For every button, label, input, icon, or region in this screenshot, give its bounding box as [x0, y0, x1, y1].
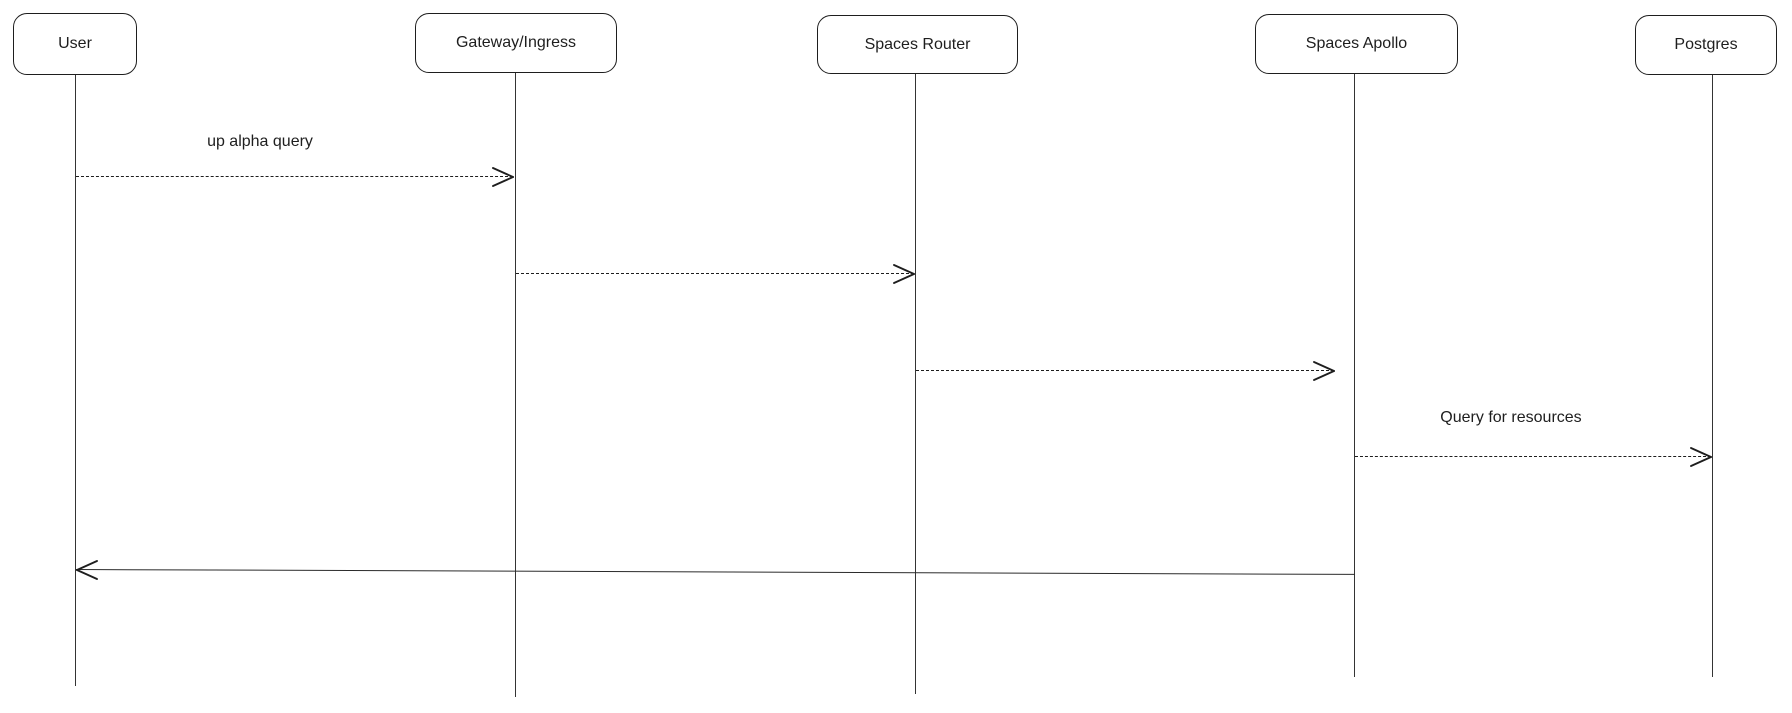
arrowhead-right-icon [1310, 360, 1336, 387]
actor-label-spaces-apollo: Spaces Apollo [1305, 35, 1408, 52]
arrowhead-right-icon [489, 166, 515, 193]
actor-label-spaces-router: Spaces Router [864, 35, 971, 53]
arrowhead-right-icon [1687, 446, 1713, 473]
actor-box-spaces-apollo: Spaces Apollo [1255, 14, 1458, 74]
actor-box-spaces-router: Spaces Router [817, 15, 1018, 74]
lifeline-spaces-apollo [1354, 74, 1355, 677]
message-label-up-alpha-query: up alpha query [207, 133, 313, 150]
actor-label-user: User [58, 35, 92, 52]
actor-box-postgres: Postgres [1635, 15, 1777, 75]
actor-box-user: User [13, 13, 137, 75]
message-line-apollo-to-postgres [1355, 456, 1711, 457]
lifeline-gateway-ingress [515, 73, 516, 697]
actor-box-gateway-ingress: Gateway/Ingress [415, 13, 617, 73]
message-line-router-to-apollo [916, 370, 1334, 371]
message-line-user-to-gateway [76, 176, 513, 177]
lifeline-postgres [1712, 75, 1713, 677]
actor-label-gateway-ingress: Gateway/Ingress [455, 34, 577, 51]
lifeline-spaces-router [915, 74, 916, 694]
message-label-query-for-resources: Query for resources [1440, 409, 1582, 426]
message-line-gateway-to-router [516, 273, 914, 274]
actor-label-postgres: Postgres [1674, 36, 1738, 53]
arrowhead-left-icon [75, 559, 101, 586]
arrowhead-right-icon [890, 263, 916, 290]
message-line-apollo-to-user-return [75, 569, 1355, 575]
lifeline-user [75, 75, 76, 686]
